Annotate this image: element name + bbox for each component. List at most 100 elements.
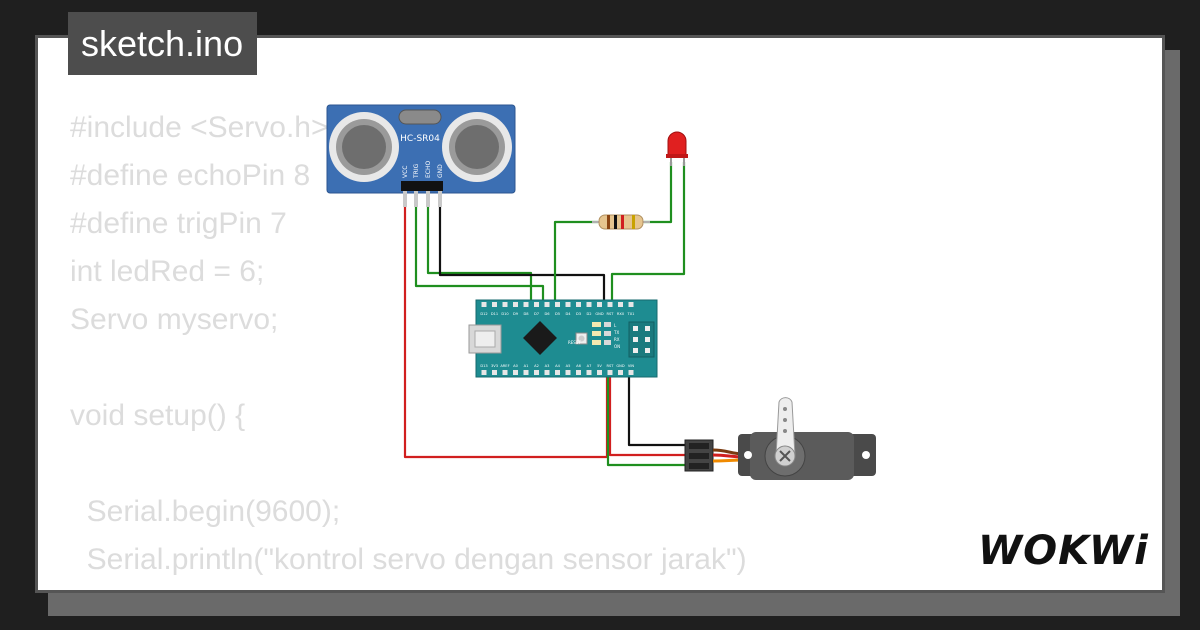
code-line: #define echoPin 8 [70,159,311,192]
board-pin[interactable] [565,370,571,375]
gnd-wire [438,192,606,300]
board-pin[interactable] [597,370,602,375]
board-pin-label: D9 [513,312,519,316]
code-line: #define trigPin 7 [70,207,287,240]
sensor-pin-label: GND [437,164,444,178]
board-pin[interactable] [481,370,487,375]
board-pin[interactable] [492,302,497,307]
board-pin[interactable] [576,302,581,307]
board-pin[interactable] [492,370,497,375]
board-pin-label: A0 [513,364,518,368]
board-pin-label: RST [607,364,615,368]
code-line: Serial.println("kontrol servo dengan sen… [70,543,747,576]
icsp-header [633,326,650,353]
board-pin-label: A2 [534,364,539,368]
board-pin[interactable] [523,370,529,375]
sensor-pin-label: TRIG [413,163,420,179]
board-pin-label: D6 [544,312,550,316]
board-pin[interactable] [565,302,571,307]
board-pin[interactable] [502,370,508,375]
code-line: #include <Servo.h> [70,111,329,144]
board-pin-label: RX0 [617,312,625,316]
board-pin[interactable] [628,370,634,375]
board-pin-label: D8 [523,312,529,316]
board-pin[interactable] [576,370,581,375]
board-pin[interactable] [607,370,613,375]
wires [403,162,686,467]
board-pin[interactable] [618,302,623,307]
board-pin-label: TX1 [627,312,635,316]
board-pin-label: A1 [524,364,529,368]
board-pin[interactable] [597,302,602,307]
board-pin-label: A3 [545,364,550,368]
board-pin-label: AREF [500,364,509,368]
resistor-wire [553,220,598,304]
servo-motor[interactable] [684,397,876,480]
board-pin-label: D4 [565,312,571,316]
echo-wire [426,192,533,304]
servo-gnd-wire [627,370,686,447]
board-pin[interactable] [534,302,539,307]
sensor-pin-label: VCC [402,166,409,178]
board-pin-label: A5 [566,364,571,368]
board-pin[interactable] [555,302,560,307]
board-led-label: RX [614,337,620,342]
code-line: Servo myservo; [70,303,279,336]
code-line: Serial.begin(9600); [70,495,341,528]
code-preview: #include <Servo.h> #define echoPin 8 #defi… [70,104,747,590]
board-pin[interactable] [513,370,518,375]
board-pin[interactable] [513,302,518,307]
board-pin-label: RST [607,312,615,316]
board-pin[interactable] [534,370,539,375]
resistor-to-led-wire [644,162,673,224]
board-pin[interactable] [502,302,508,307]
board-pin-label: D12 [480,312,487,316]
led-return-wire [610,162,686,304]
board-pin[interactable] [628,302,634,307]
board-pin-label: A4 [555,364,560,368]
board-pin[interactable] [618,370,623,375]
board-pin-label: GND [616,364,624,368]
board-led-label: L [614,323,617,328]
board-pin[interactable] [555,370,560,375]
code-line: void setup() { [70,399,246,432]
board-pin[interactable] [523,302,529,307]
board-pin-label: D5 [555,312,560,316]
board-pin-label: GND [595,312,603,316]
board-pin-label: A7 [587,364,592,368]
sensor-pin-label: ECHO [425,161,432,178]
board-pin-label: D2 [586,312,591,316]
microcontroller-chip [523,321,557,355]
resistor[interactable] [592,214,650,230]
board-pin[interactable] [544,370,550,375]
trig-wire [414,192,545,304]
code-line: int ledRed = 6; [70,255,265,288]
board-pin-label: D11 [491,312,498,316]
board-pin[interactable] [607,302,613,307]
reset-button-label: RESET [568,340,581,345]
board-led-label: ON [614,344,620,349]
sensor-model-label: HC-SR04 [400,134,440,144]
board-pin-label: A6 [576,364,581,368]
file-tab[interactable]: sketch.ino [68,12,258,75]
wokwi-logo: WOKWi [978,528,1149,574]
board-pin-label: D7 [534,312,539,316]
servo-vcc-wire [608,370,686,457]
red-led[interactable] [666,131,688,166]
ultrasonic-sensor[interactable]: HC-SR04 VCC TRIG ECHO GND [326,104,516,207]
board-pin[interactable] [586,370,592,375]
board-pin[interactable] [544,302,550,307]
board-pin-label: 3V3 [491,364,498,368]
board-pin-label: D13 [480,364,487,368]
board-pin-label: VIN [628,364,635,368]
board-led-label: TX [613,330,619,335]
board-pin[interactable] [586,302,592,307]
board-pin-label: D3 [576,312,581,316]
board-pin-label: D10 [501,312,509,316]
board-pin-label: 5V [597,364,602,368]
board-pin[interactable] [481,302,487,307]
